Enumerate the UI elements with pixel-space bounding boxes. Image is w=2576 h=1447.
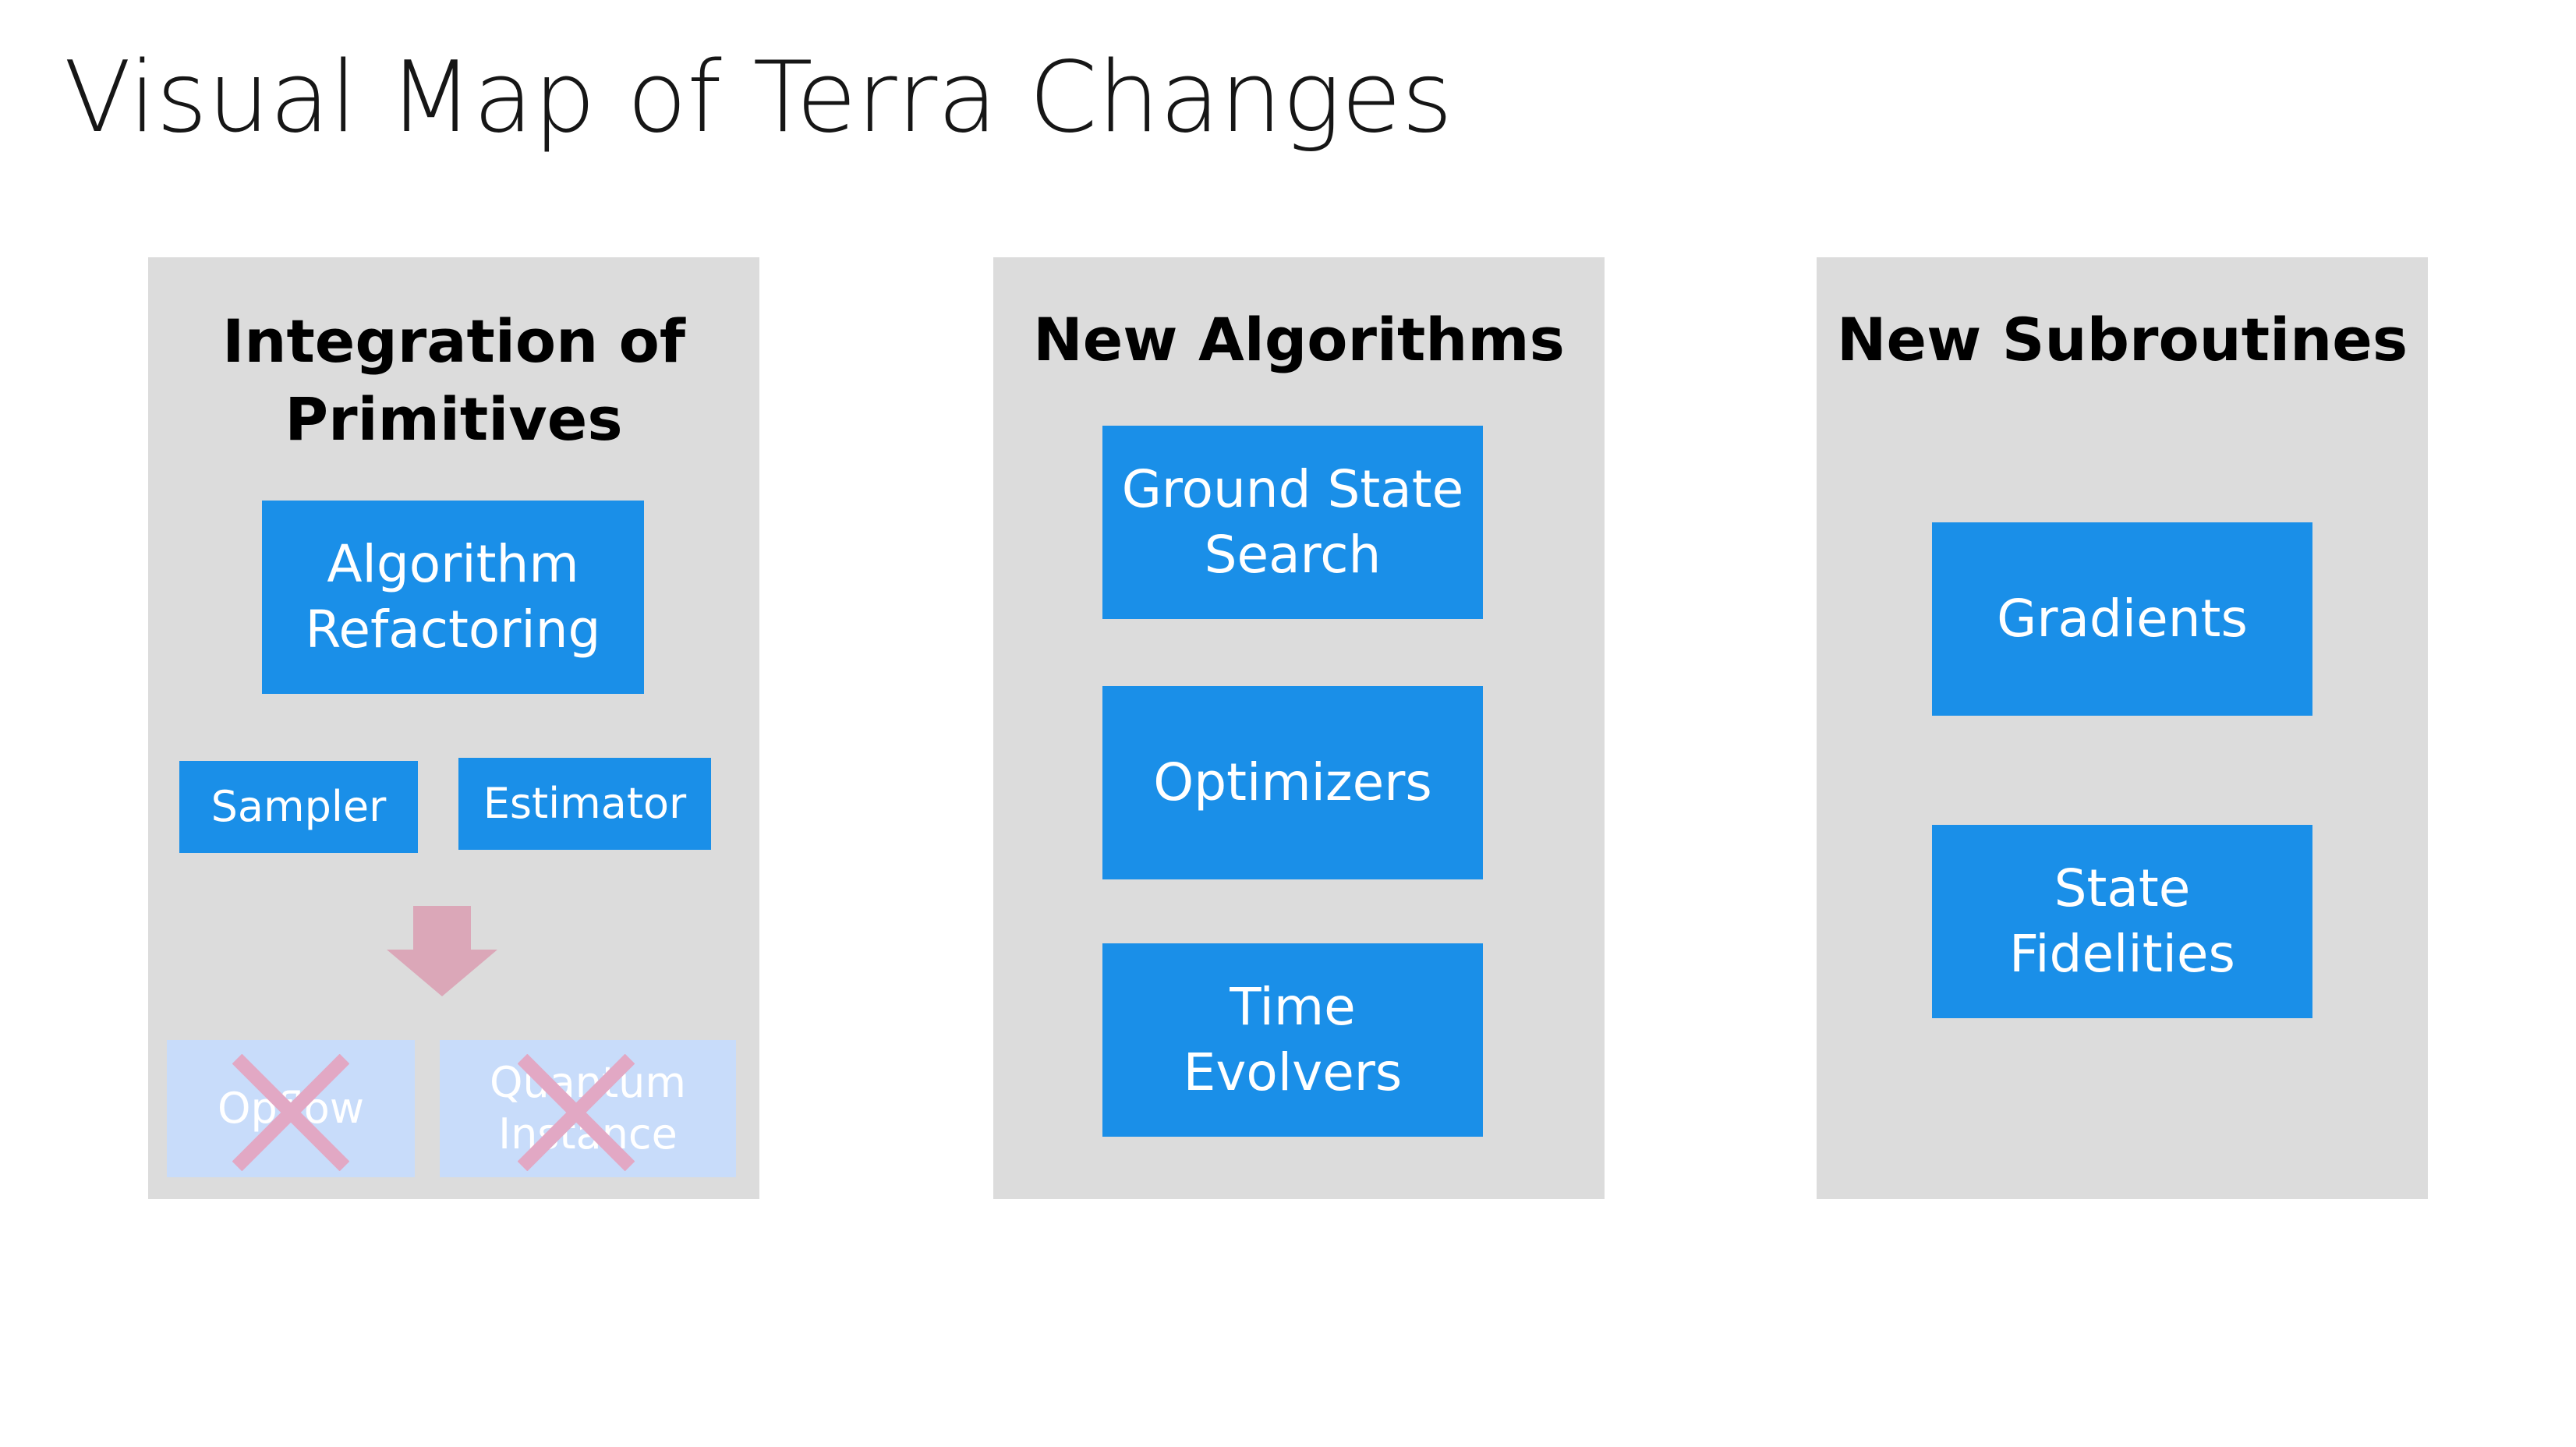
down-arrow-icon [387,906,497,996]
estimator-label: Estimator [483,779,687,828]
sampler-box: Sampler [179,761,418,853]
panel-integration-of-primitives: Integration of Primitives Algorithm Refa… [148,257,759,1199]
ground-state-search-box: Ground State Search [1102,426,1483,619]
time-evolvers-line1: Time [1230,977,1356,1037]
cross-out-icon [518,1054,635,1171]
ground-state-search-line2: Search [1204,525,1382,585]
algorithm-refactoring-line1: Algorithm [327,534,579,594]
panel-new-algorithms: New Algorithms Ground State Search Optim… [993,257,1605,1199]
algorithm-refactoring-line2: Refactoring [305,600,601,660]
gradients-box: Gradients [1932,522,2312,716]
panel-heading-algorithms: New Algorithms [1033,305,1565,374]
panel-new-subroutines: New Subroutines Gradients State Fideliti… [1817,257,2428,1199]
ground-state-search-line1: Ground State [1121,459,1464,519]
state-fidelities-line2: Fidelities [2009,924,2235,984]
algorithm-refactoring-box: Algorithm Refactoring [262,501,644,694]
state-fidelities-line1: State [2054,858,2191,918]
sampler-label: Sampler [211,782,387,831]
gradients-label: Gradients [1997,589,2248,649]
estimator-box: Estimator [458,758,711,850]
state-fidelities-box: State Fidelities [1932,825,2312,1018]
panel-heading-subroutines: New Subroutines [1836,305,2408,374]
panel-heading-line1: Integration of [222,306,685,376]
panel-heading-line2: Primitives [285,384,623,454]
time-evolvers-line2: Evolvers [1183,1042,1403,1102]
optimizers-label: Optimizers [1153,752,1432,812]
cross-out-icon [232,1054,349,1171]
slide-title: Visual Map of Terra Changes [64,40,1453,154]
optimizers-box: Optimizers [1102,686,1483,879]
panel-heading-primitives: Integration of Primitives [148,302,759,458]
time-evolvers-box: Time Evolvers [1102,943,1483,1137]
